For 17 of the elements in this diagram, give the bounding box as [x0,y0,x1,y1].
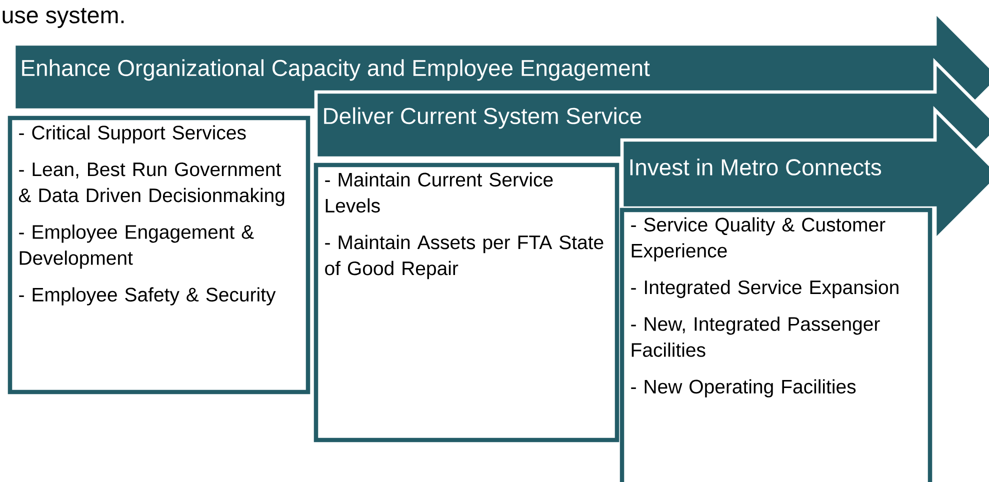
list-item: - Maintain Assets per FTA State of Good Repair [325,234,604,280]
list-item: - Lean, Best Run Government & Data Driven Decisionmaking [18,162,284,206]
list-item: - Employee Engagement & Development [19,224,254,269]
list-item: - Maintain Current Service Levels [325,172,553,213]
list-item: - New, Integrated Passenger Facilities [631,316,880,357]
list-item: - Critical Support Services [19,125,246,144]
node-label: Invest in Metro Connects [630,158,882,176]
list-item: - Integrated Service Expansion [631,280,898,298]
note-text: use system. [2,8,124,28]
node-label: Enhance Organizational Capacity and Employee Engagement [22,59,650,81]
list-item: - Employee Safety & Security [19,287,276,306]
list-item: - New Operating Facilities [631,379,856,398]
list-box [620,208,932,482]
list-box [314,162,620,442]
node-label: Deliver Current System Service [324,107,642,129]
list-item: - Service Quality & Customer Experience [631,217,886,262]
list-box [8,116,310,394]
